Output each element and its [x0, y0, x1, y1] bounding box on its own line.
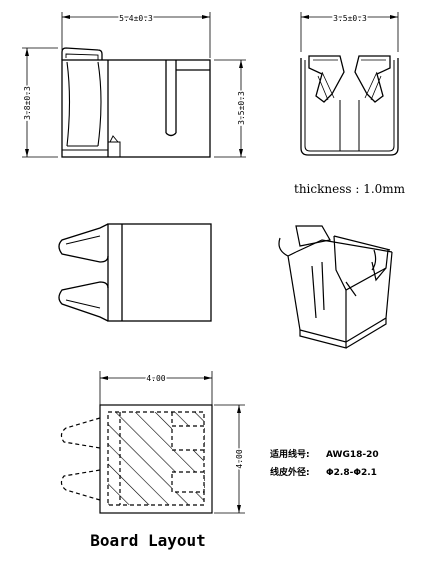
wire-od-label: 线皮外径: [270, 466, 310, 478]
wire-od-value: Φ2.8-Φ2.1 [326, 468, 377, 478]
wire-gauge-value: AWG18-20 [326, 450, 379, 460]
dim-layout-height: 4.00 [235, 449, 244, 468]
isometric-view [278, 225, 393, 349]
board-layout [60, 371, 245, 514]
dim-layout-width: 4.00 [146, 374, 165, 383]
thickness-note: thickness : 1.0mm [294, 182, 406, 196]
board-layout-title: Board Layout [90, 531, 206, 550]
dim-front-height-right: 3.5±0.3 [237, 91, 246, 125]
dim-front-height-left: 3.8±0.3 [23, 86, 32, 120]
top-view [58, 223, 212, 322]
front-view [22, 12, 246, 158]
dim-front-width: 5.4±0.3 [119, 14, 153, 23]
side-view [300, 12, 399, 156]
dim-side-width: 3.5±0.3 [333, 14, 367, 23]
wire-gauge-label: 适用线号: [270, 448, 310, 460]
